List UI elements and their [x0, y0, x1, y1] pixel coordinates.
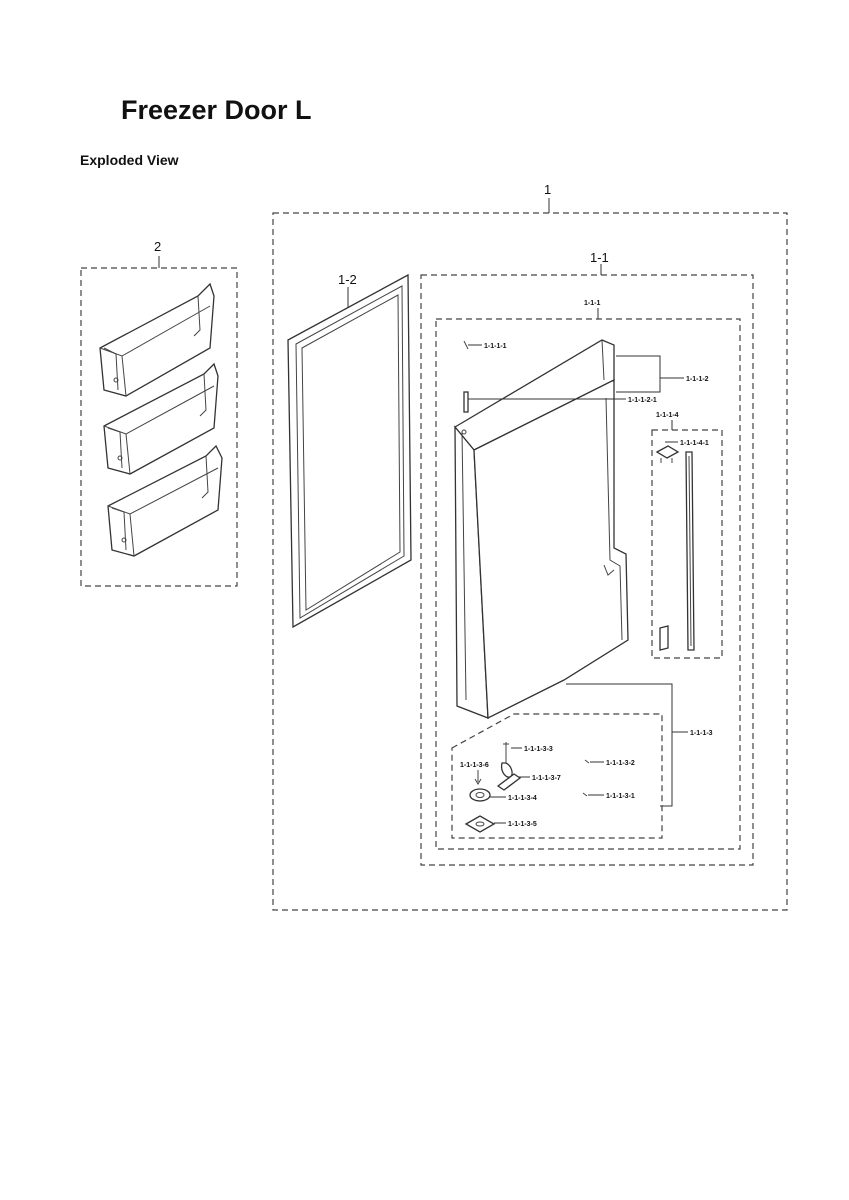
door-body [454, 339, 629, 720]
group-box-2 [80, 267, 238, 587]
leader-1-1-1-3 [566, 683, 688, 807]
door-gasket [287, 273, 412, 629]
page-title: Freezer Door L [121, 95, 312, 125]
callout-1-1-1: 1-1-1 [584, 300, 600, 307]
callout-1: 1 [544, 182, 551, 197]
page-subtitle: Exploded View [80, 152, 179, 168]
door-bin-top [99, 282, 215, 397]
group-box-1 [272, 212, 788, 911]
callout-1-1-1-3-2: 1-1-1-3-2 [606, 760, 635, 767]
group-box-1-1 [420, 274, 754, 866]
callout-1-1-1-3-3: 1-1-1-3-3 [524, 746, 553, 753]
callout-1-1-1-1: 1-1-1-1 [484, 343, 507, 350]
callout-1-1-1-4-1: 1-1-1-4-1 [680, 440, 709, 447]
group-box-1-1-1-4 [651, 429, 723, 659]
callout-1-1-1-3-5: 1-1-1-3-5 [508, 821, 537, 828]
callout-1-1-1-3-7: 1-1-1-3-7 [532, 775, 561, 782]
callout-1-1-1-2-1: 1-1-1-2-1 [628, 397, 657, 404]
callout-1-1-1-2: 1-1-1-2 [686, 376, 709, 383]
callout-1-1-1-4: 1-1-1-4 [656, 412, 679, 419]
callout-1-2: 1-2 [338, 272, 357, 287]
group-box-1-1-1-3 [451, 713, 663, 839]
callout-1-1-1-3: 1-1-1-3 [690, 730, 713, 737]
callout-1-1-1-3-6: 1-1-1-3-6 [460, 762, 489, 769]
cap-parts [464, 742, 590, 833]
callout-2: 2 [154, 239, 161, 254]
callout-1-1: 1-1 [590, 250, 609, 265]
screw-icon [463, 340, 469, 350]
callout-1-1-1-3-4: 1-1-1-3-4 [508, 795, 537, 802]
leader-1-1-1-2 [616, 355, 684, 393]
door-bin-middle [103, 362, 219, 475]
door-strip [655, 445, 695, 651]
door-bin-bottom [107, 444, 223, 557]
callout-1-1-1-3-1: 1-1-1-3-1 [606, 793, 635, 800]
group-box-1-1-1 [435, 318, 741, 850]
hinge-pin-icon [463, 391, 469, 413]
